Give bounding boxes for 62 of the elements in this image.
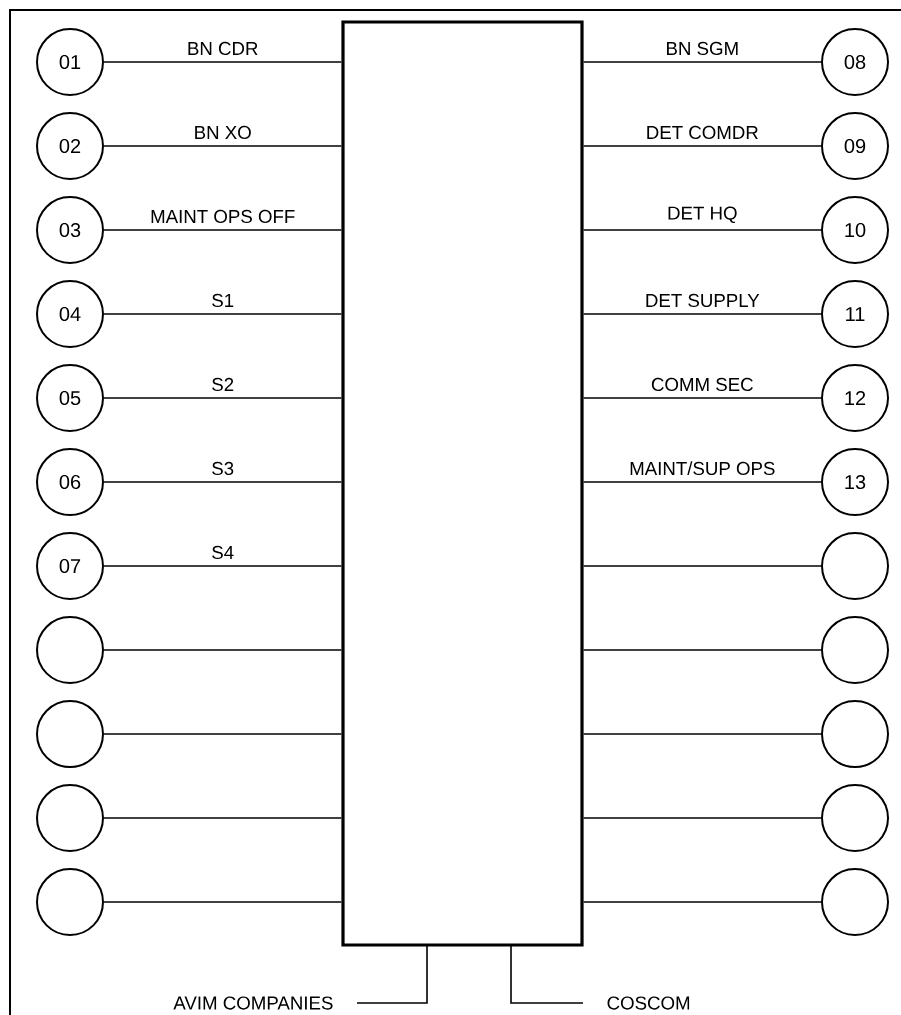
connector-line — [103, 229, 343, 231]
edge-label: S3 — [212, 461, 234, 476]
edge-label: S4 — [212, 545, 234, 560]
central-box — [341, 20, 584, 947]
circle-node: 06 — [36, 448, 104, 516]
connector-line — [582, 733, 822, 735]
connector-line — [582, 481, 822, 483]
edge-label: DET HQ — [668, 206, 737, 224]
circle-node — [36, 868, 104, 936]
connector-line — [103, 313, 343, 315]
circle-node — [821, 868, 889, 936]
connector-line — [356, 944, 428, 1004]
edge-label: BN XO — [195, 125, 251, 140]
connector-line — [103, 481, 343, 483]
circle-node — [821, 532, 889, 600]
connector-line — [582, 229, 822, 231]
circle-node — [36, 784, 104, 852]
edge-label: BN SGM — [667, 41, 738, 56]
edge-label: MAINT/SUP OPS — [630, 461, 775, 476]
edge-label: DET SUPPLY — [646, 293, 760, 308]
connector-line — [582, 145, 822, 147]
connector-line — [582, 61, 822, 63]
circle-node: 01 — [36, 28, 104, 96]
edge-label: S2 — [212, 377, 234, 392]
circle-node: 11 — [821, 280, 889, 348]
circle-node: 04 — [36, 280, 104, 348]
circle-node: 02 — [36, 112, 104, 180]
connector-line — [582, 313, 822, 315]
connector-line — [510, 944, 584, 1004]
edge-label: BN CDR — [188, 41, 258, 56]
connector-line — [103, 817, 343, 819]
edge-label: MAINT OPS OFF — [151, 209, 295, 224]
connector-line — [582, 817, 822, 819]
circle-node — [821, 700, 889, 768]
circle-node — [821, 784, 889, 852]
connector-line — [582, 565, 822, 567]
connector-line — [103, 145, 343, 147]
connector-line — [103, 901, 343, 903]
circle-node — [36, 616, 104, 684]
circle-node — [821, 616, 889, 684]
connector-line — [103, 733, 343, 735]
connector-line — [582, 901, 822, 903]
edge-label: S1 — [212, 293, 234, 308]
edge-label: DET COMDR — [647, 125, 758, 140]
connector-line — [582, 649, 822, 651]
circle-node: 09 — [821, 112, 889, 180]
unit-label: COSCOM — [607, 996, 690, 1010]
unit-label: AVIM COMPANIES — [173, 996, 333, 1010]
connector-line — [103, 61, 343, 63]
circle-node: 07 — [36, 532, 104, 600]
circle-node: 13 — [821, 448, 889, 516]
connector-line — [103, 565, 343, 567]
circle-node: 05 — [36, 364, 104, 432]
circle-node: 12 — [821, 364, 889, 432]
circle-node: 03 — [36, 196, 104, 264]
circle-node: 10 — [821, 196, 889, 264]
circle-node — [36, 700, 104, 768]
circle-node: 08 — [821, 28, 889, 96]
edge-label: COMM SEC — [651, 377, 753, 392]
connector-line — [103, 397, 343, 399]
connector-line — [103, 649, 343, 651]
connector-line — [582, 397, 822, 399]
